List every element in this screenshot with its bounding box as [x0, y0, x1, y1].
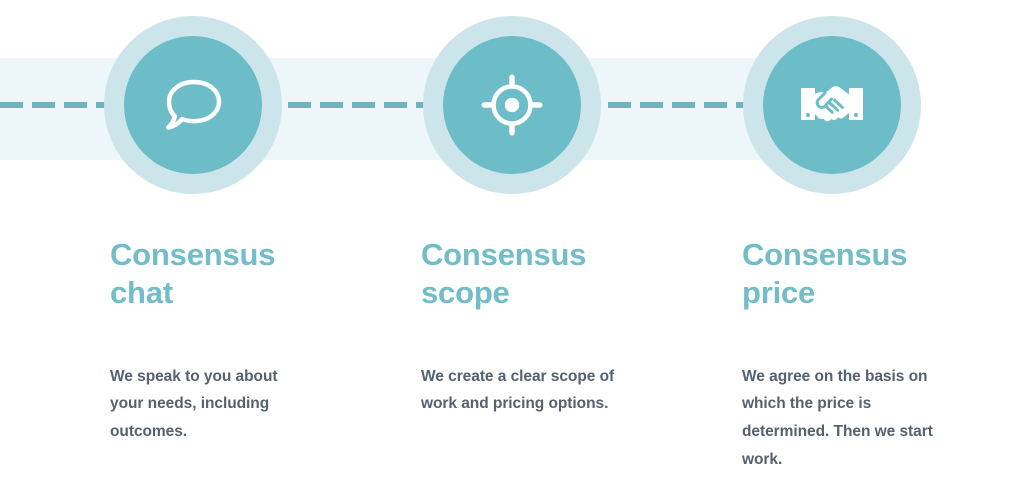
speech-bubble-icon: [161, 76, 225, 134]
step-1-title-line-2: chat: [110, 275, 173, 311]
step-3-body: We agree on the basis on which the price…: [742, 367, 933, 468]
step-3-icon-disc: [763, 36, 901, 174]
step-1-body: We speak to you about your needs, includ…: [110, 367, 278, 441]
handshake-icon: [799, 80, 865, 130]
step-1-title-line-1: Consensus: [110, 237, 276, 272]
step-2-circle[interactable]: [423, 16, 601, 194]
step-3-circle[interactable]: [743, 16, 921, 194]
step-3-title-line-1: Consensus: [742, 237, 908, 272]
step-2-icon-disc: [443, 36, 581, 174]
step-1-circle[interactable]: [104, 16, 282, 194]
step-2-title-line-2: scope: [421, 275, 510, 311]
step-2-body: We create a clear scope of work and pric…: [421, 367, 615, 413]
step-3-title-line-2: price: [742, 275, 816, 311]
step-1-icon-disc: [124, 36, 262, 174]
target-crosshair-icon: [481, 74, 543, 136]
step-2-title-line-1: Consensus: [421, 237, 587, 272]
